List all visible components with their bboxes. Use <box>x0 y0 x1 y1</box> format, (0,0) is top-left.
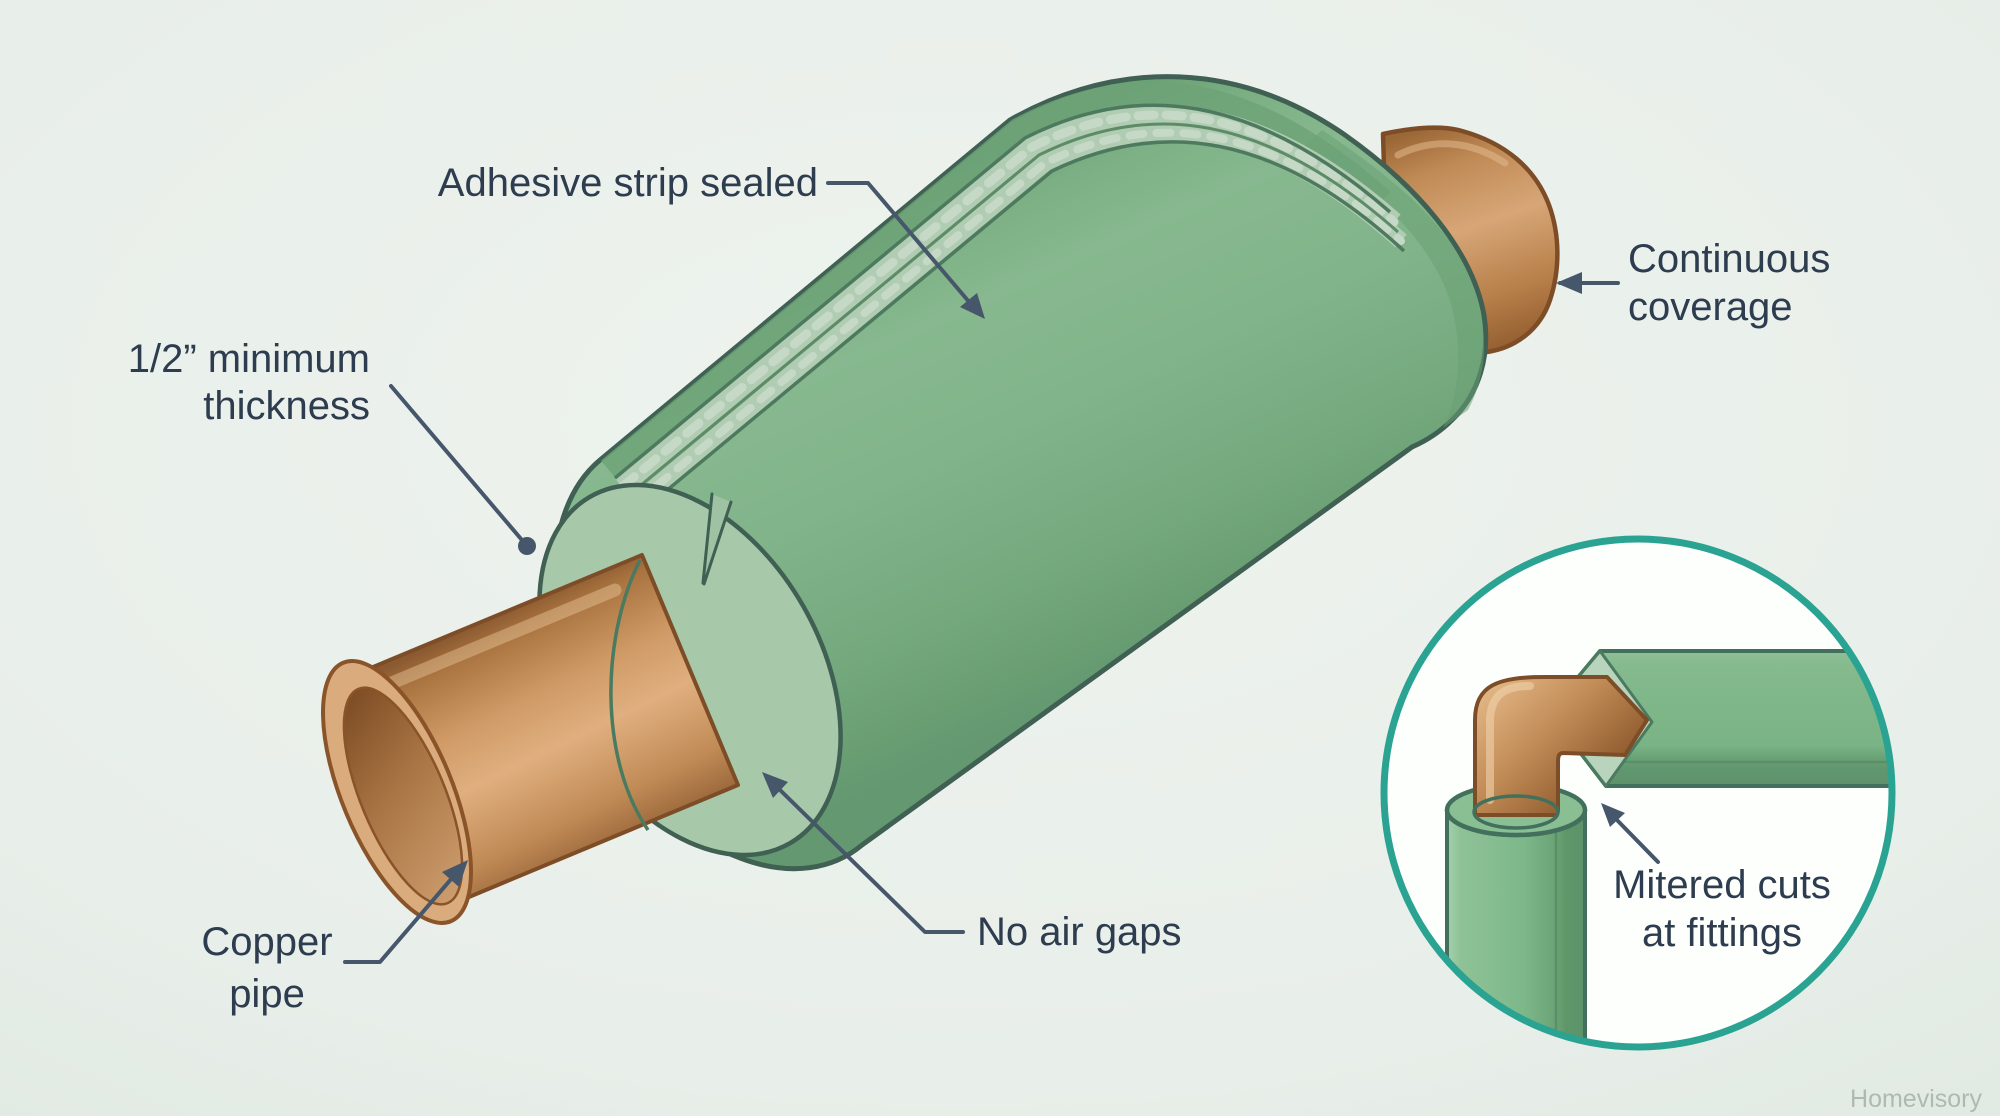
strip-seam-line <box>628 122 1399 497</box>
label-no-air-gaps: No air gaps <box>977 910 1182 954</box>
label-thickness-line1: 1/2” minimum <box>128 337 370 381</box>
labels: Adhesive strip sealed 1/2” minimum thick… <box>128 161 1831 1016</box>
annulus-hole-rim <box>609 559 650 831</box>
thickness-leader-line <box>389 384 529 548</box>
continuous-arrowhead-icon <box>1556 272 1582 294</box>
inset-circle-border <box>1380 535 1896 1051</box>
copper-pipe-front <box>321 553 740 925</box>
strip-edge-line-bottom <box>640 140 1406 513</box>
no-air-gaps-leader-line <box>777 787 965 934</box>
no-air-gaps-arrowhead-icon <box>762 772 788 798</box>
annulus-seam-slit <box>701 492 733 586</box>
label-copper-pipe-line1: Copper <box>201 920 332 964</box>
inset-arrowhead-icon <box>1601 803 1625 827</box>
insulation-dome-shading <box>1303 130 1485 428</box>
inset-copper-elbow-highlight <box>1486 682 1534 804</box>
adhesive-leader-line <box>826 181 972 305</box>
adhesive-strip <box>600 81 1407 513</box>
label-mitered-line2: at fittings <box>1642 911 1802 955</box>
inset-leader-line <box>1613 816 1660 864</box>
inset-content <box>1444 649 1889 1044</box>
strip-edge-line-top <box>613 103 1392 480</box>
copper-stub-highlight <box>1394 140 1509 167</box>
label-continuous-line2: coverage <box>1628 285 1793 329</box>
annotations <box>343 181 1620 964</box>
label-mitered-line1: Mitered cuts <box>1613 863 1831 907</box>
label-continuous-line1: Continuous <box>1628 237 1830 281</box>
label-adhesive-strip: Adhesive strip sealed <box>438 161 818 205</box>
label-thickness-line2: thickness <box>203 384 370 428</box>
insulated-pipe-illustration <box>321 74 1560 925</box>
pipe-end-cap-hole <box>342 686 464 906</box>
inset-pipe-rim-edge <box>1444 809 1588 838</box>
inset-pipe-rim-crescent <box>1447 810 1585 835</box>
copper-pipe-arrowhead-icon <box>442 860 468 887</box>
label-copper-pipe-line2: pipe <box>229 972 305 1016</box>
inset-pipe-hole-rim <box>1472 794 1560 830</box>
inset-mitered-cuts: Mitered cuts at fittings <box>1380 535 1896 1051</box>
thickness-leader-dot-icon <box>518 537 536 555</box>
copper-pipe-leader-line <box>343 876 454 964</box>
adhesive-arrowhead-icon <box>960 293 985 319</box>
inset-copper-elbow <box>1473 675 1649 817</box>
watermark-text: Homevisory <box>1850 1085 1982 1113</box>
copper-pipe-highlight <box>363 583 622 699</box>
